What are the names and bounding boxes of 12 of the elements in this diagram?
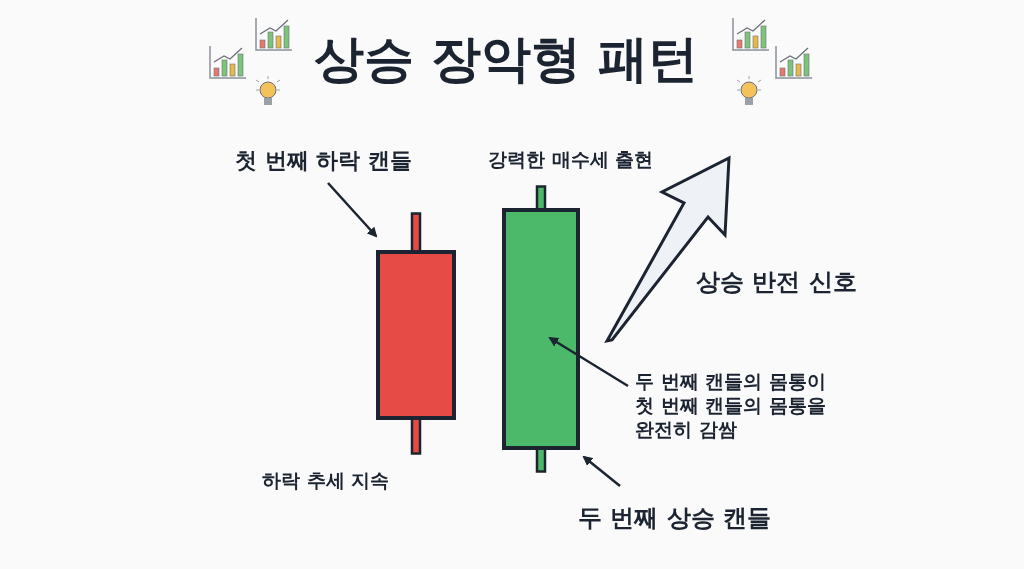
annotation-text: 강력한 매수세 출현 (488, 147, 654, 172)
arrow (327, 182, 378, 238)
candlestick (502, 185, 580, 473)
annotation-text: 상승 반전 신호 (696, 267, 857, 298)
annotation-text: 하락 추세 지속 (262, 468, 390, 493)
title: 상승 장악형 패턴 (313, 29, 699, 90)
annotation-text: 두 번째 상승 캔들 (578, 502, 772, 534)
annotation-text: 첫 번째 하락 캔들 (235, 146, 412, 176)
arrow (582, 455, 621, 487)
annotation-text: 두 번째 캔들의 몸통이 첫 번째 캔들의 몸통을 완전히 감쌈 (635, 370, 840, 442)
candlestick (376, 212, 456, 455)
arrow (548, 336, 629, 388)
